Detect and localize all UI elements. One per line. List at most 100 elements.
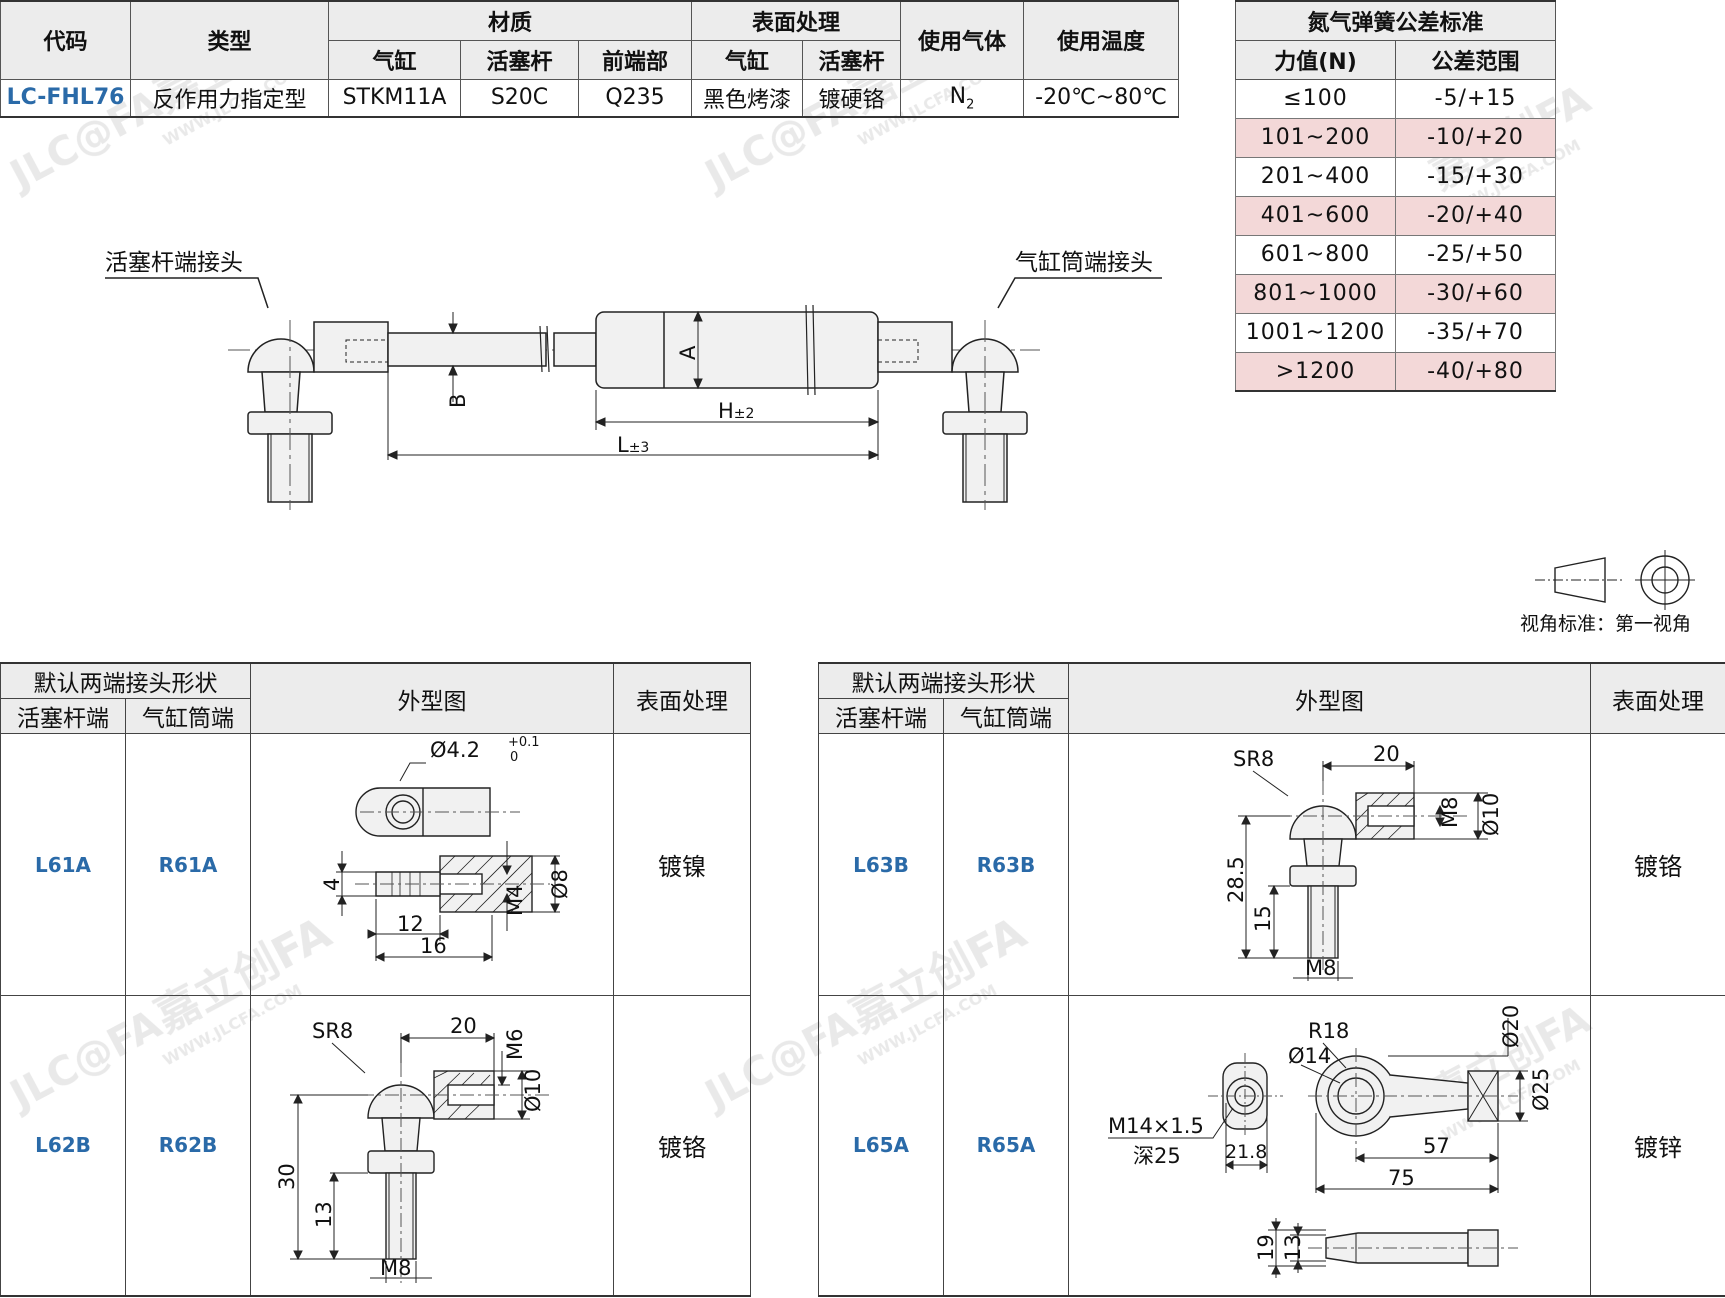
cylinder-end-joint [942,320,1028,510]
drawing-l61a: Ø4.2 +0.1 0 4 Ø8 M4 12 16 [320,735,572,962]
dim-4-label: 4 [320,878,344,891]
header-material-front: 前端部 [577,39,693,80]
rod-end-joint [247,320,389,510]
leader-line [105,277,269,309]
header-default-shape: 默认两端接头形状 [818,662,1069,699]
dim-hole-tol-low: 0 [510,750,518,765]
header-gas: 使用气体 [900,0,1025,80]
dim-75-label: 75 [1388,1166,1415,1190]
dim-20-label: 20 [450,1014,477,1038]
force-cell: 1001~1200 [1235,312,1396,353]
drawing-l63b: SR8 20 M8 Ø10 28.5 15 M8 [1224,742,1503,981]
table-row: 101~200-10/+20 [1235,117,1557,158]
surface-finish: 镀铬 [1590,733,1725,996]
table-row: >1200-40/+80 [1235,351,1557,392]
dim-hole-tol-up: +0.1 [508,735,540,750]
dim-12-label: 12 [397,912,424,936]
table-row: 1001~1200-35/+70 [1235,312,1557,353]
gas-symbol: N [949,83,967,109]
temperature: -20℃~80℃ [1023,78,1180,118]
dim-a-label: A [676,345,700,360]
header-surface: 表面处理 [691,0,902,41]
dim-sr8-label: SR8 [1233,747,1274,771]
header-default-shape: 默认两端接头形状 [0,662,251,699]
surface-finish: 镀镍 [613,733,751,996]
dim-15-label: 15 [1251,905,1275,932]
dim-10-label: Ø10 [1479,793,1503,836]
rod-end-code: L61A [0,733,126,996]
table-row: L63B R63B 镀铬 [818,733,1725,996]
dim-depth-label: 深25 [1133,1144,1181,1168]
table-row: 401~600-20/+40 [1235,195,1557,236]
dim-m8-label: M8 [1305,956,1336,980]
dim-m8-thread-label: M8 [1438,797,1462,828]
projection-symbol: 视角标准：第一视角 [1520,550,1695,635]
dim-19-label: 19 [1254,1234,1278,1261]
tolerance-table: 氮气弹簧公差标准 力值(N) 公差范围 ≤100-5/+15 101~200-1… [1234,0,1557,392]
surface-rod: 镀硬铬 [802,78,902,118]
piston-rod [387,325,597,373]
dim-h-label: H±2 [718,399,754,423]
dim-m6-label: M6 [503,1029,527,1060]
table-row: 201~400-15/+30 [1235,156,1557,197]
header-code: 代码 [0,0,131,80]
table-row: ≤100-5/+15 [1235,78,1557,119]
dim-57-label: 57 [1423,1134,1450,1158]
dim-m8-label: M8 [380,1256,411,1280]
cylinder-end-code: R65A [943,995,1069,1297]
header-surface-rod: 活塞杆 [802,39,902,80]
label-cylinder-end-joint: 气缸筒端接头 [1015,250,1153,276]
header-type: 类型 [130,0,329,80]
dim-thread-label: M14×1.5 [1108,1114,1204,1138]
dim-l-label: L±3 [617,433,649,457]
gas-spring-drawing: 活塞杆端接头 气缸筒端接头 [105,250,1162,510]
rod-end-code: L65A [818,995,944,1297]
tolerance-title: 氮气弹簧公差标准 [1234,0,1557,41]
dim-20-label: Ø20 [1499,1005,1523,1048]
range-cell: -15/+30 [1394,156,1557,197]
header-temp: 使用温度 [1023,0,1180,80]
dim-14-label: Ø14 [1288,1044,1331,1068]
header-outline: 外型图 [1068,662,1591,734]
cylinder-body [595,304,953,396]
range-cell: -30/+60 [1394,273,1557,314]
rod-end-code: L62B [0,995,126,1297]
drawing-l65a: M14×1.5 深25 21.8 R18 Ø14 Ø20 Ø25 57 75 1… [1108,1005,1553,1278]
dim-b-label: B [446,394,470,408]
dim-30-label: 30 [275,1163,299,1190]
dim-10-label: Ø10 [521,1069,545,1112]
table-row: 601~800-25/+50 [1235,234,1557,275]
dim-13-label: 13 [1281,1234,1305,1261]
surface-cylinder: 黑色烤漆 [691,78,804,118]
range-cell: -40/+80 [1394,351,1557,392]
table-row: L62B R62B 镀铬 [0,995,751,1297]
product-type: 反作用力指定型 [130,78,329,118]
gas-subscript: 2 [966,96,975,112]
dim-25-label: Ø25 [1529,1068,1553,1111]
dim-r18-label: R18 [1308,1019,1349,1043]
header-cylinder-end: 气缸筒端 [943,698,1069,734]
header-surface: 表面处理 [1590,662,1725,734]
force-cell: 601~800 [1235,234,1396,275]
cylinder-end-code: R62B [125,995,251,1297]
force-cell: 201~400 [1235,156,1396,197]
range-cell: -10/+20 [1394,117,1557,158]
cylinder-end-code: R61A [125,733,251,996]
force-cell: ≤100 [1235,78,1396,119]
surface-finish: 镀锌 [1590,995,1725,1297]
dim-8-label: Ø8 [548,869,572,899]
dim-20-label: 20 [1373,742,1400,766]
header-outline: 外型图 [250,662,614,734]
material-cylinder: STKM11A [328,78,461,118]
product-code: LC-FHL76 [0,78,131,118]
surface-finish: 镀铬 [613,995,751,1297]
header-cylinder-end: 气缸筒端 [125,698,251,734]
table-row: LC-FHL76 反作用力指定型 STKM11A S20C Q235 黑色烤漆 … [0,78,1180,118]
dim-285-label: 28.5 [1224,856,1248,903]
table-row: 801~1000-30/+60 [1235,273,1557,314]
dim-16-label: 16 [420,934,447,958]
label-rod-end-joint: 活塞杆端接头 [105,250,243,276]
dim-sr8-label: SR8 [312,1019,353,1043]
joint-table-left: 默认两端接头形状 外型图 表面处理 活塞杆端 气缸筒端 L61A R61A 镀镍… [0,662,751,1297]
force-cell: 101~200 [1235,117,1396,158]
